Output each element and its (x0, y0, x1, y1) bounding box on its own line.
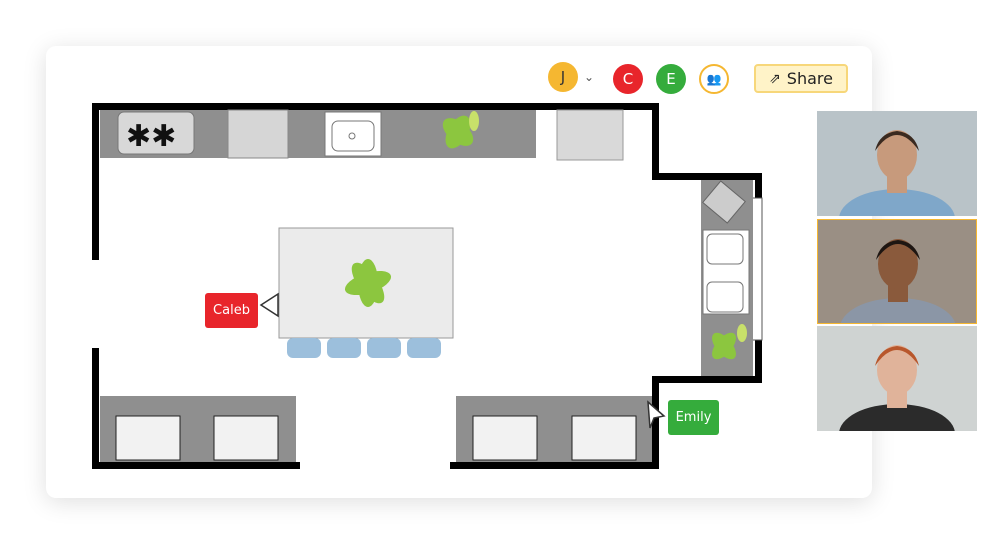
caleb-cursor-label: Caleb (205, 293, 258, 328)
dishwasher (227, 109, 289, 159)
double-sink-icon (702, 229, 750, 315)
participant-video (817, 111, 977, 216)
plant-icon (712, 324, 747, 360)
emily-cursor-icon (647, 400, 666, 429)
counter-top: ✱✱ (100, 109, 624, 161)
participant-video (817, 326, 977, 431)
window (751, 197, 763, 341)
emily-cursor-label: Emily (668, 400, 719, 435)
video-tile-2[interactable] (817, 219, 977, 324)
plant-icon (442, 111, 479, 149)
avatar-e[interactable]: E (656, 64, 686, 94)
caleb-cursor-icon (259, 292, 279, 318)
share-button[interactable]: ⇗ Share (754, 64, 848, 93)
bottom-counters (100, 396, 652, 462)
chevron-down-icon[interactable]: ⌄ (584, 70, 595, 84)
island (278, 227, 454, 358)
share-icon: ⇗ (769, 70, 781, 87)
fridge (556, 109, 624, 161)
participants-info-icon[interactable]: 👥 (699, 64, 729, 94)
svg-text:✱✱: ✱✱ (126, 119, 176, 154)
right-counter (701, 180, 753, 376)
video-tile-3[interactable] (817, 326, 977, 431)
participant-video (818, 220, 976, 323)
avatar-c[interactable]: C (613, 64, 643, 94)
stove-icon (117, 111, 195, 155)
video-tile-1[interactable] (817, 111, 977, 216)
plant-icon (344, 259, 392, 307)
sink-icon (324, 111, 382, 157)
stools (287, 338, 441, 358)
avatar-j[interactable]: J (548, 62, 578, 92)
